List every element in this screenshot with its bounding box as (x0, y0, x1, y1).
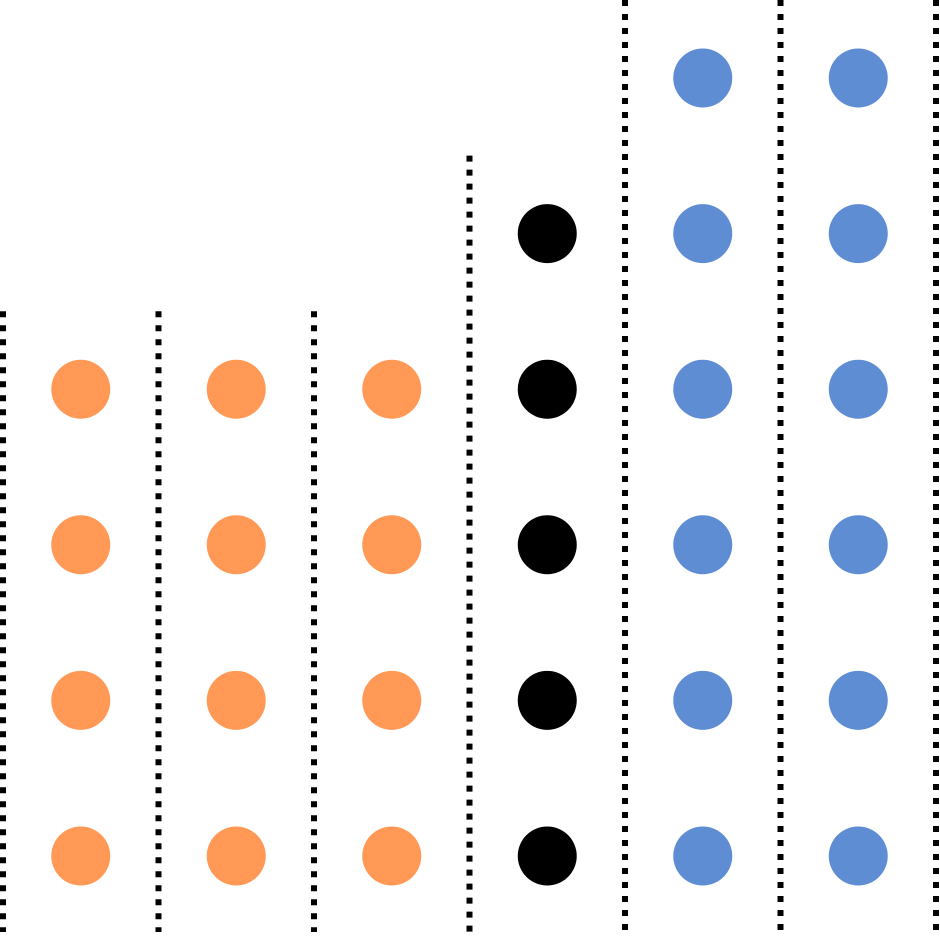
dot (673, 48, 733, 108)
dot (51, 826, 111, 886)
dot-column-6 (828, 48, 888, 886)
dot (51, 670, 111, 730)
dot (51, 359, 111, 419)
dot-column-2 (206, 359, 266, 886)
dot (206, 359, 266, 419)
dot (828, 48, 888, 108)
dot-column-3 (362, 359, 422, 886)
dot (828, 826, 888, 886)
dot (362, 515, 422, 575)
dot (828, 359, 888, 419)
dot-column-4 (517, 204, 577, 886)
dot-column-5 (673, 48, 733, 886)
dot (828, 670, 888, 730)
dot (828, 515, 888, 575)
dot-column-1 (51, 359, 111, 886)
dot (673, 670, 733, 730)
dot (673, 515, 733, 575)
dot (206, 670, 266, 730)
dot (673, 826, 733, 886)
dot (51, 515, 111, 575)
dot (517, 359, 577, 419)
dot (206, 826, 266, 886)
dot (517, 826, 577, 886)
dot (828, 204, 888, 264)
dot (206, 515, 266, 575)
dot (673, 204, 733, 264)
dot (673, 359, 733, 419)
dot (362, 359, 422, 419)
dot (362, 670, 422, 730)
dot (517, 204, 577, 264)
dot (362, 826, 422, 886)
dot (517, 515, 577, 575)
dot (517, 670, 577, 730)
